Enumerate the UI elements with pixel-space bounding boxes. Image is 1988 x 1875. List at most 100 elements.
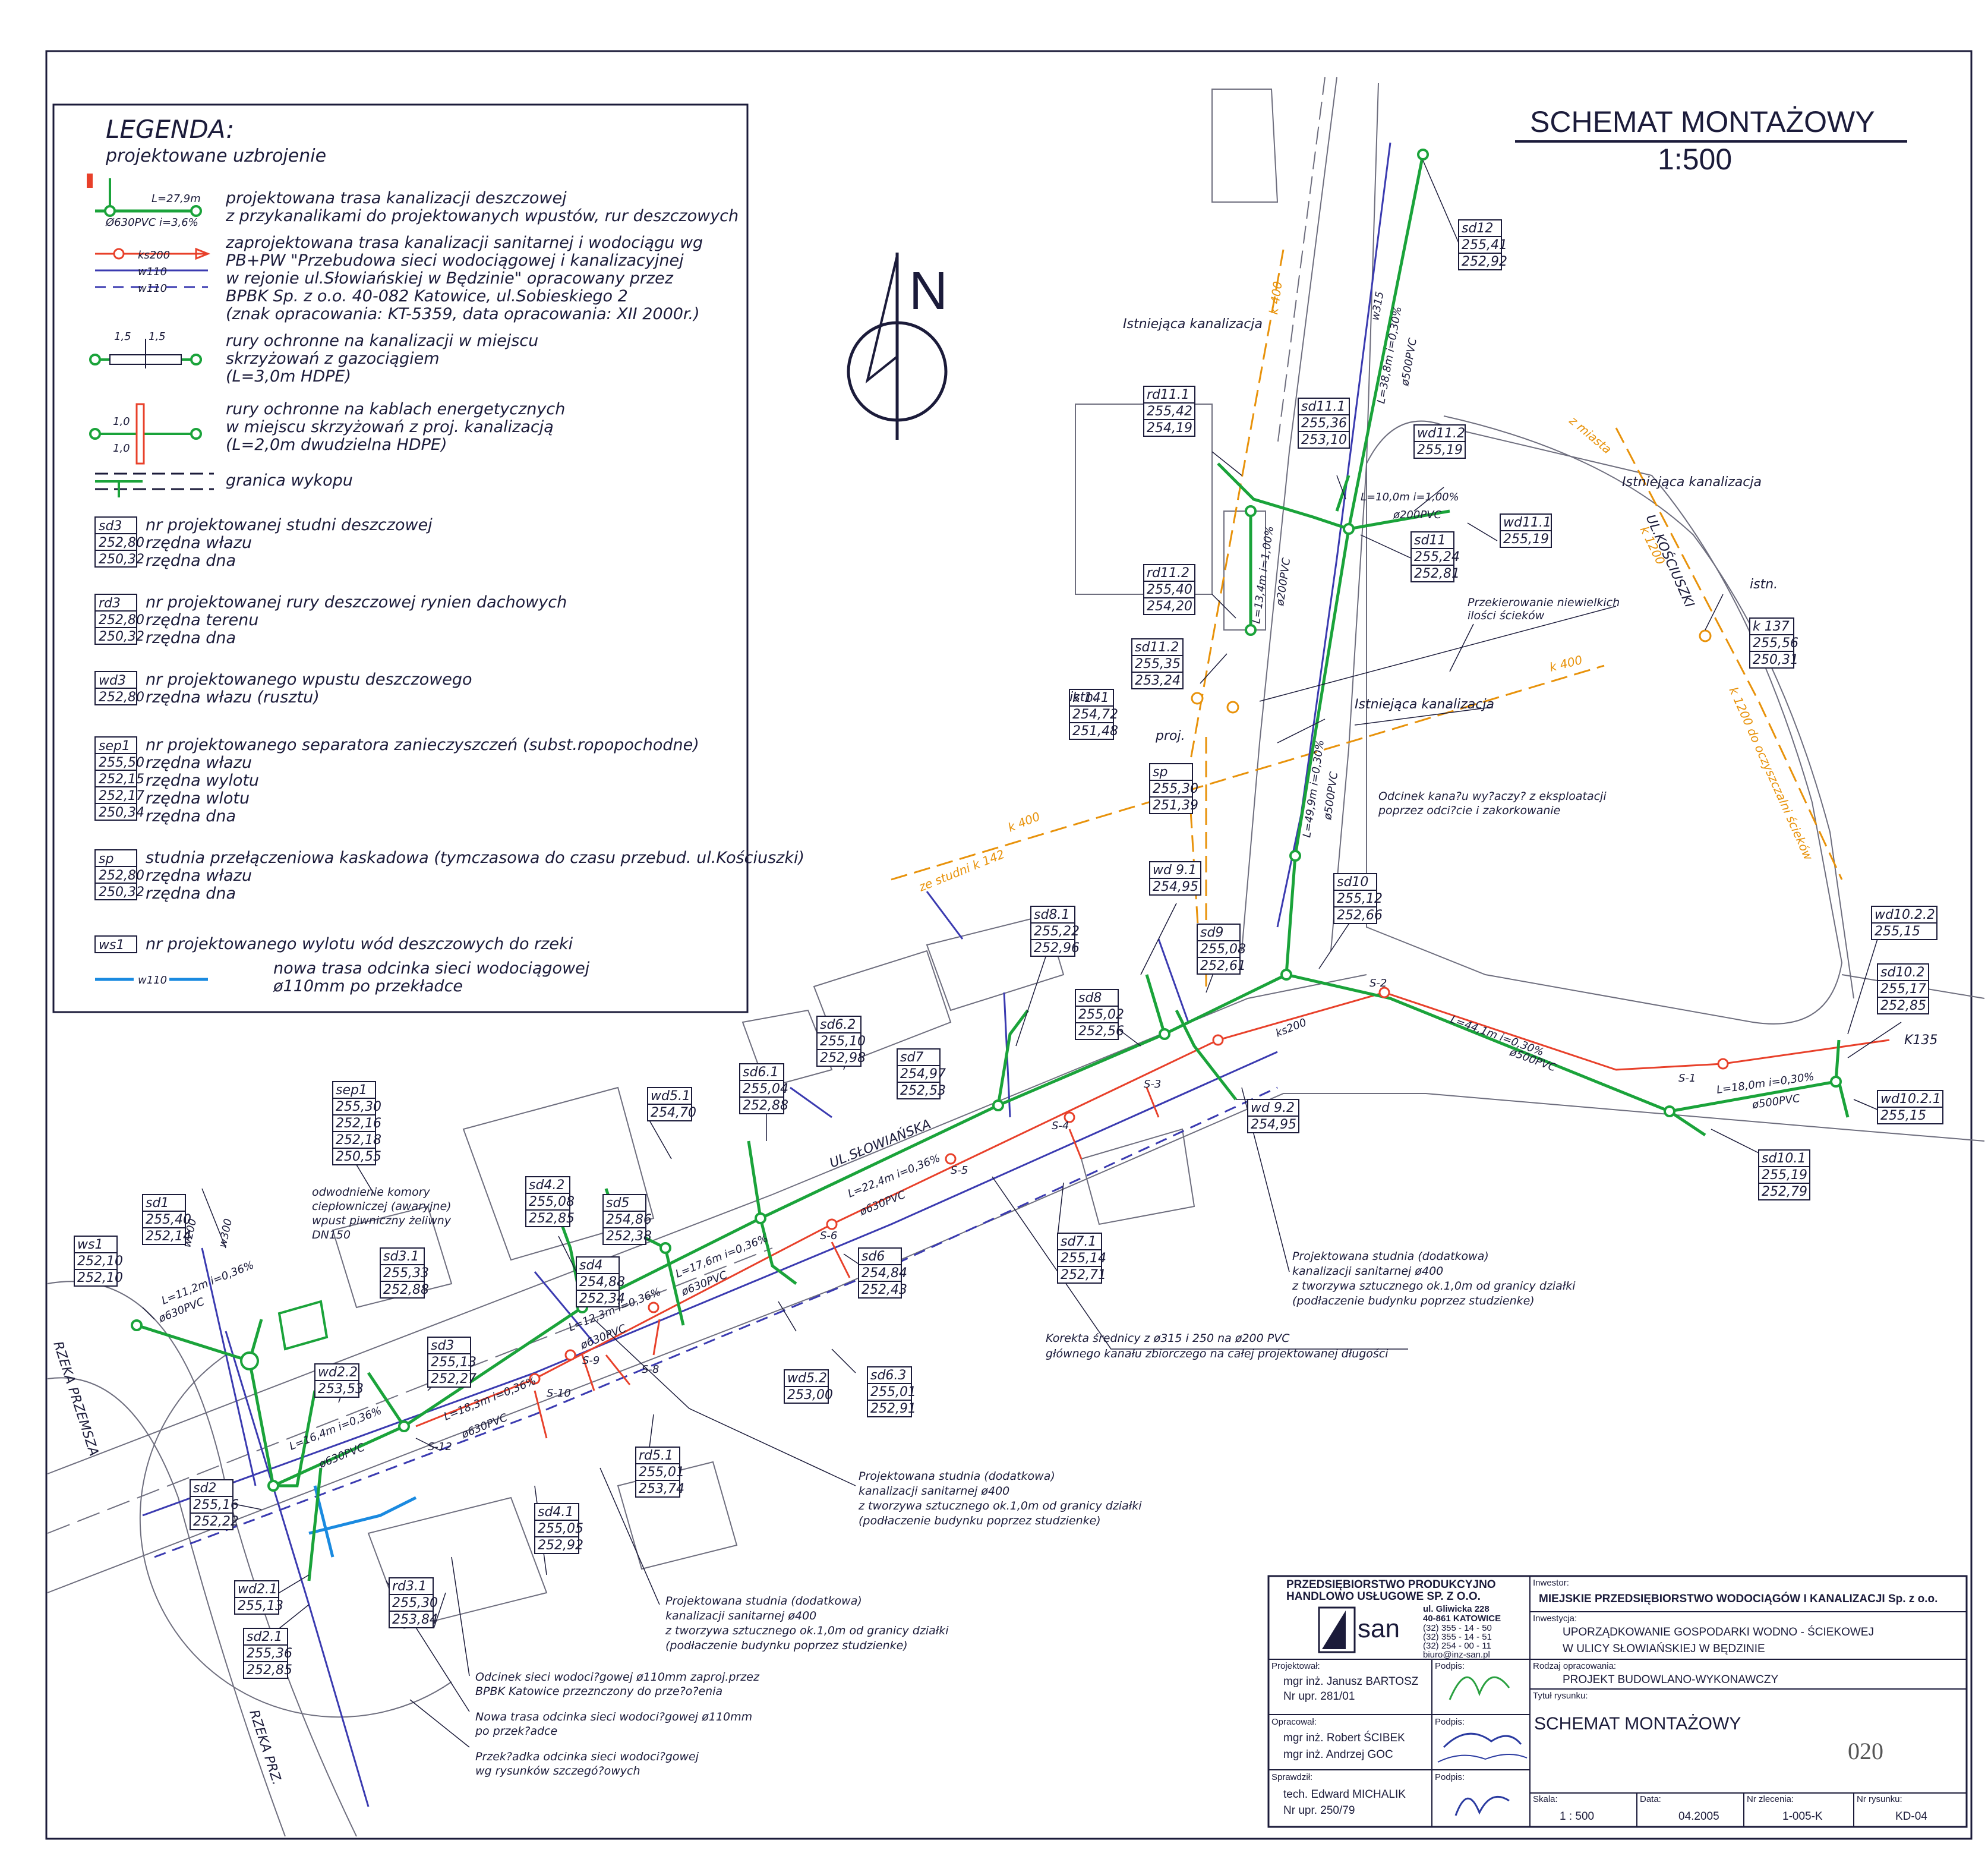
tb-podpis3: Podpis:	[1435, 1772, 1465, 1782]
station-box-value: 255,30	[336, 1099, 381, 1114]
station-box-value: 252,10	[77, 1254, 123, 1269]
title-scale: 1:500	[1658, 143, 1732, 176]
tb-rysunek: KD-04	[1895, 1810, 1927, 1823]
station-box-value: sd12	[1462, 221, 1493, 236]
separator-sep1	[277, 1300, 329, 1351]
label-pstud-b1: Projektowana studnia (dodatkowa)	[859, 1470, 1055, 1483]
legend-text: zaprojektowana trasa kanalizacji sanitar…	[225, 234, 703, 252]
label-pstud-b3: z tworzywa sztucznego ok.1,0m od granicy…	[858, 1499, 1142, 1512]
station-box-value: 255,02	[1078, 1007, 1124, 1022]
tb-number: 020	[1848, 1738, 1883, 1764]
station-box-value: rd5.1	[639, 1448, 673, 1463]
legend-item: granica wykopu	[95, 471, 353, 497]
legend-text: rzędna dna	[146, 884, 236, 903]
seg-sd11b: ø200PVC	[1393, 509, 1442, 521]
legend-sample-label: 1,0	[113, 415, 130, 428]
label-odw3: wpust piwniczny żeliwny	[312, 1214, 452, 1227]
station-box-value: sd10.1	[1762, 1151, 1806, 1166]
tb-sprawdzil2: Nr upr. 250/79	[1283, 1804, 1355, 1817]
station-box-value: 254,19	[1147, 421, 1192, 436]
label-pstud-a1: Projektowana studnia (dodatkowa)	[1292, 1250, 1489, 1263]
station-box-value: sd1	[146, 1196, 169, 1211]
station-box-value: 255,10	[820, 1034, 866, 1049]
station-box-value: 253,00	[787, 1388, 833, 1403]
station-box-value: sd10	[1337, 875, 1368, 890]
legend-text: nr projektowanego wpustu deszczowego	[146, 670, 472, 689]
label-korekta1: Korekta średnicy z ø315 i 250 na ø200 PV…	[1046, 1332, 1290, 1345]
station-box-value: sd7.1	[1061, 1234, 1096, 1249]
legend-box-value: wd3	[99, 673, 126, 688]
station-box-value: sd2	[193, 1481, 216, 1496]
tb-projektowal-label: Projektował:	[1271, 1661, 1320, 1671]
tb-tel3: (32) 254 - 00 - 11	[1423, 1641, 1491, 1651]
tb-company1: PRZEDSIĘBIORSTWO PRODUKCYJNO	[1286, 1578, 1496, 1591]
label-ze-studni: ze studni k 142	[916, 847, 1006, 894]
station-box-value: sd11.1	[1301, 399, 1345, 414]
station-box-value: 255,30	[392, 1596, 438, 1611]
label-wod1b: BPBK Katowice przeznczony do prze?o?enia	[475, 1685, 722, 1698]
label-odcinek1: Odcinek kana?u wy?aczy? z eksploatacji	[1378, 790, 1607, 803]
station-box-value: 255,30	[1153, 781, 1198, 796]
legend-text: (L=2,0m dwudzielna HDPE)	[226, 436, 447, 454]
legend-sample-label: w110	[138, 282, 167, 295]
seg-sd112b: ø200PVC	[1274, 557, 1293, 607]
tb-inwestycja-label: Inwestycja:	[1533, 1614, 1577, 1624]
tb-opracowal-label: Opracował:	[1271, 1717, 1317, 1727]
label-K135: K135	[1904, 1033, 1937, 1048]
label-rzeka1: RZEKA PRZEMSZA	[50, 1340, 101, 1458]
label-wod3b: wg rysunków szczegó?owych	[475, 1764, 640, 1778]
station-box-value: 255,12	[1337, 891, 1383, 906]
station-box-value: wd5.1	[651, 1089, 690, 1104]
station-box-value: 254,20	[1147, 599, 1192, 614]
tb-inwestor-label: Inwestor:	[1533, 1578, 1569, 1588]
station-box-value: 252,98	[820, 1051, 866, 1066]
station-box-value: sd9	[1200, 925, 1223, 940]
station-box-value: sd6.1	[743, 1065, 778, 1080]
station-box-value: 255,08	[529, 1195, 575, 1209]
label-odw4: DN150	[312, 1228, 351, 1241]
station-box-value: 251,48	[1072, 724, 1118, 739]
station-box-value: 252,96	[1034, 941, 1080, 956]
tb-tel1: (32) 355 - 14 - 50	[1423, 1623, 1492, 1633]
legend-item: ws1 nr projektowanego wylotu wód deszczow…	[94, 935, 573, 953]
legend-text: nr projektowanego wylotu wód deszczowych…	[146, 935, 573, 953]
station-box-value: ws1	[77, 1237, 103, 1252]
station-box-value: wd5.2	[787, 1371, 827, 1386]
tb-zlecenie-label: Nr zlecenia:	[1747, 1794, 1794, 1804]
legend-text: nr projektowanej rury deszczowej rynien …	[146, 593, 567, 612]
station-box-value: 255,15	[1880, 1108, 1926, 1123]
label-S12: S-12	[428, 1441, 452, 1453]
sheet-frame	[45, 50, 1973, 1840]
sanitary-ks200-red	[415, 991, 1890, 1439]
station-box-value: 254,72	[1072, 707, 1118, 722]
station-box-value: 251,39	[1153, 798, 1198, 813]
station-box-value: 253,53	[318, 1382, 364, 1397]
station-box-value: 250,31	[1753, 653, 1798, 667]
legend-box-value: ws1	[99, 938, 124, 953]
label-k1200-b: k 1200 do oczyszczalni ścieków	[1726, 685, 1816, 862]
label-S2: S-2	[1369, 977, 1387, 990]
existing-wells-orange	[1191, 629, 1712, 714]
station-box-value: sd8	[1078, 991, 1102, 1006]
station-box-value: sd2.1	[247, 1630, 282, 1644]
label-pstud-c2: kanalizacji sanitarnej ø400	[665, 1609, 816, 1622]
legend-box-value: 250,32	[99, 629, 144, 644]
station-box-value: 252,85	[247, 1663, 292, 1678]
label-istn1: istn.	[1069, 690, 1097, 705]
new-water-w110	[308, 1485, 417, 1558]
station-box-value: 252,27	[431, 1372, 477, 1386]
signature-1	[1449, 1676, 1510, 1700]
legend-text: granica wykopu	[226, 471, 353, 490]
